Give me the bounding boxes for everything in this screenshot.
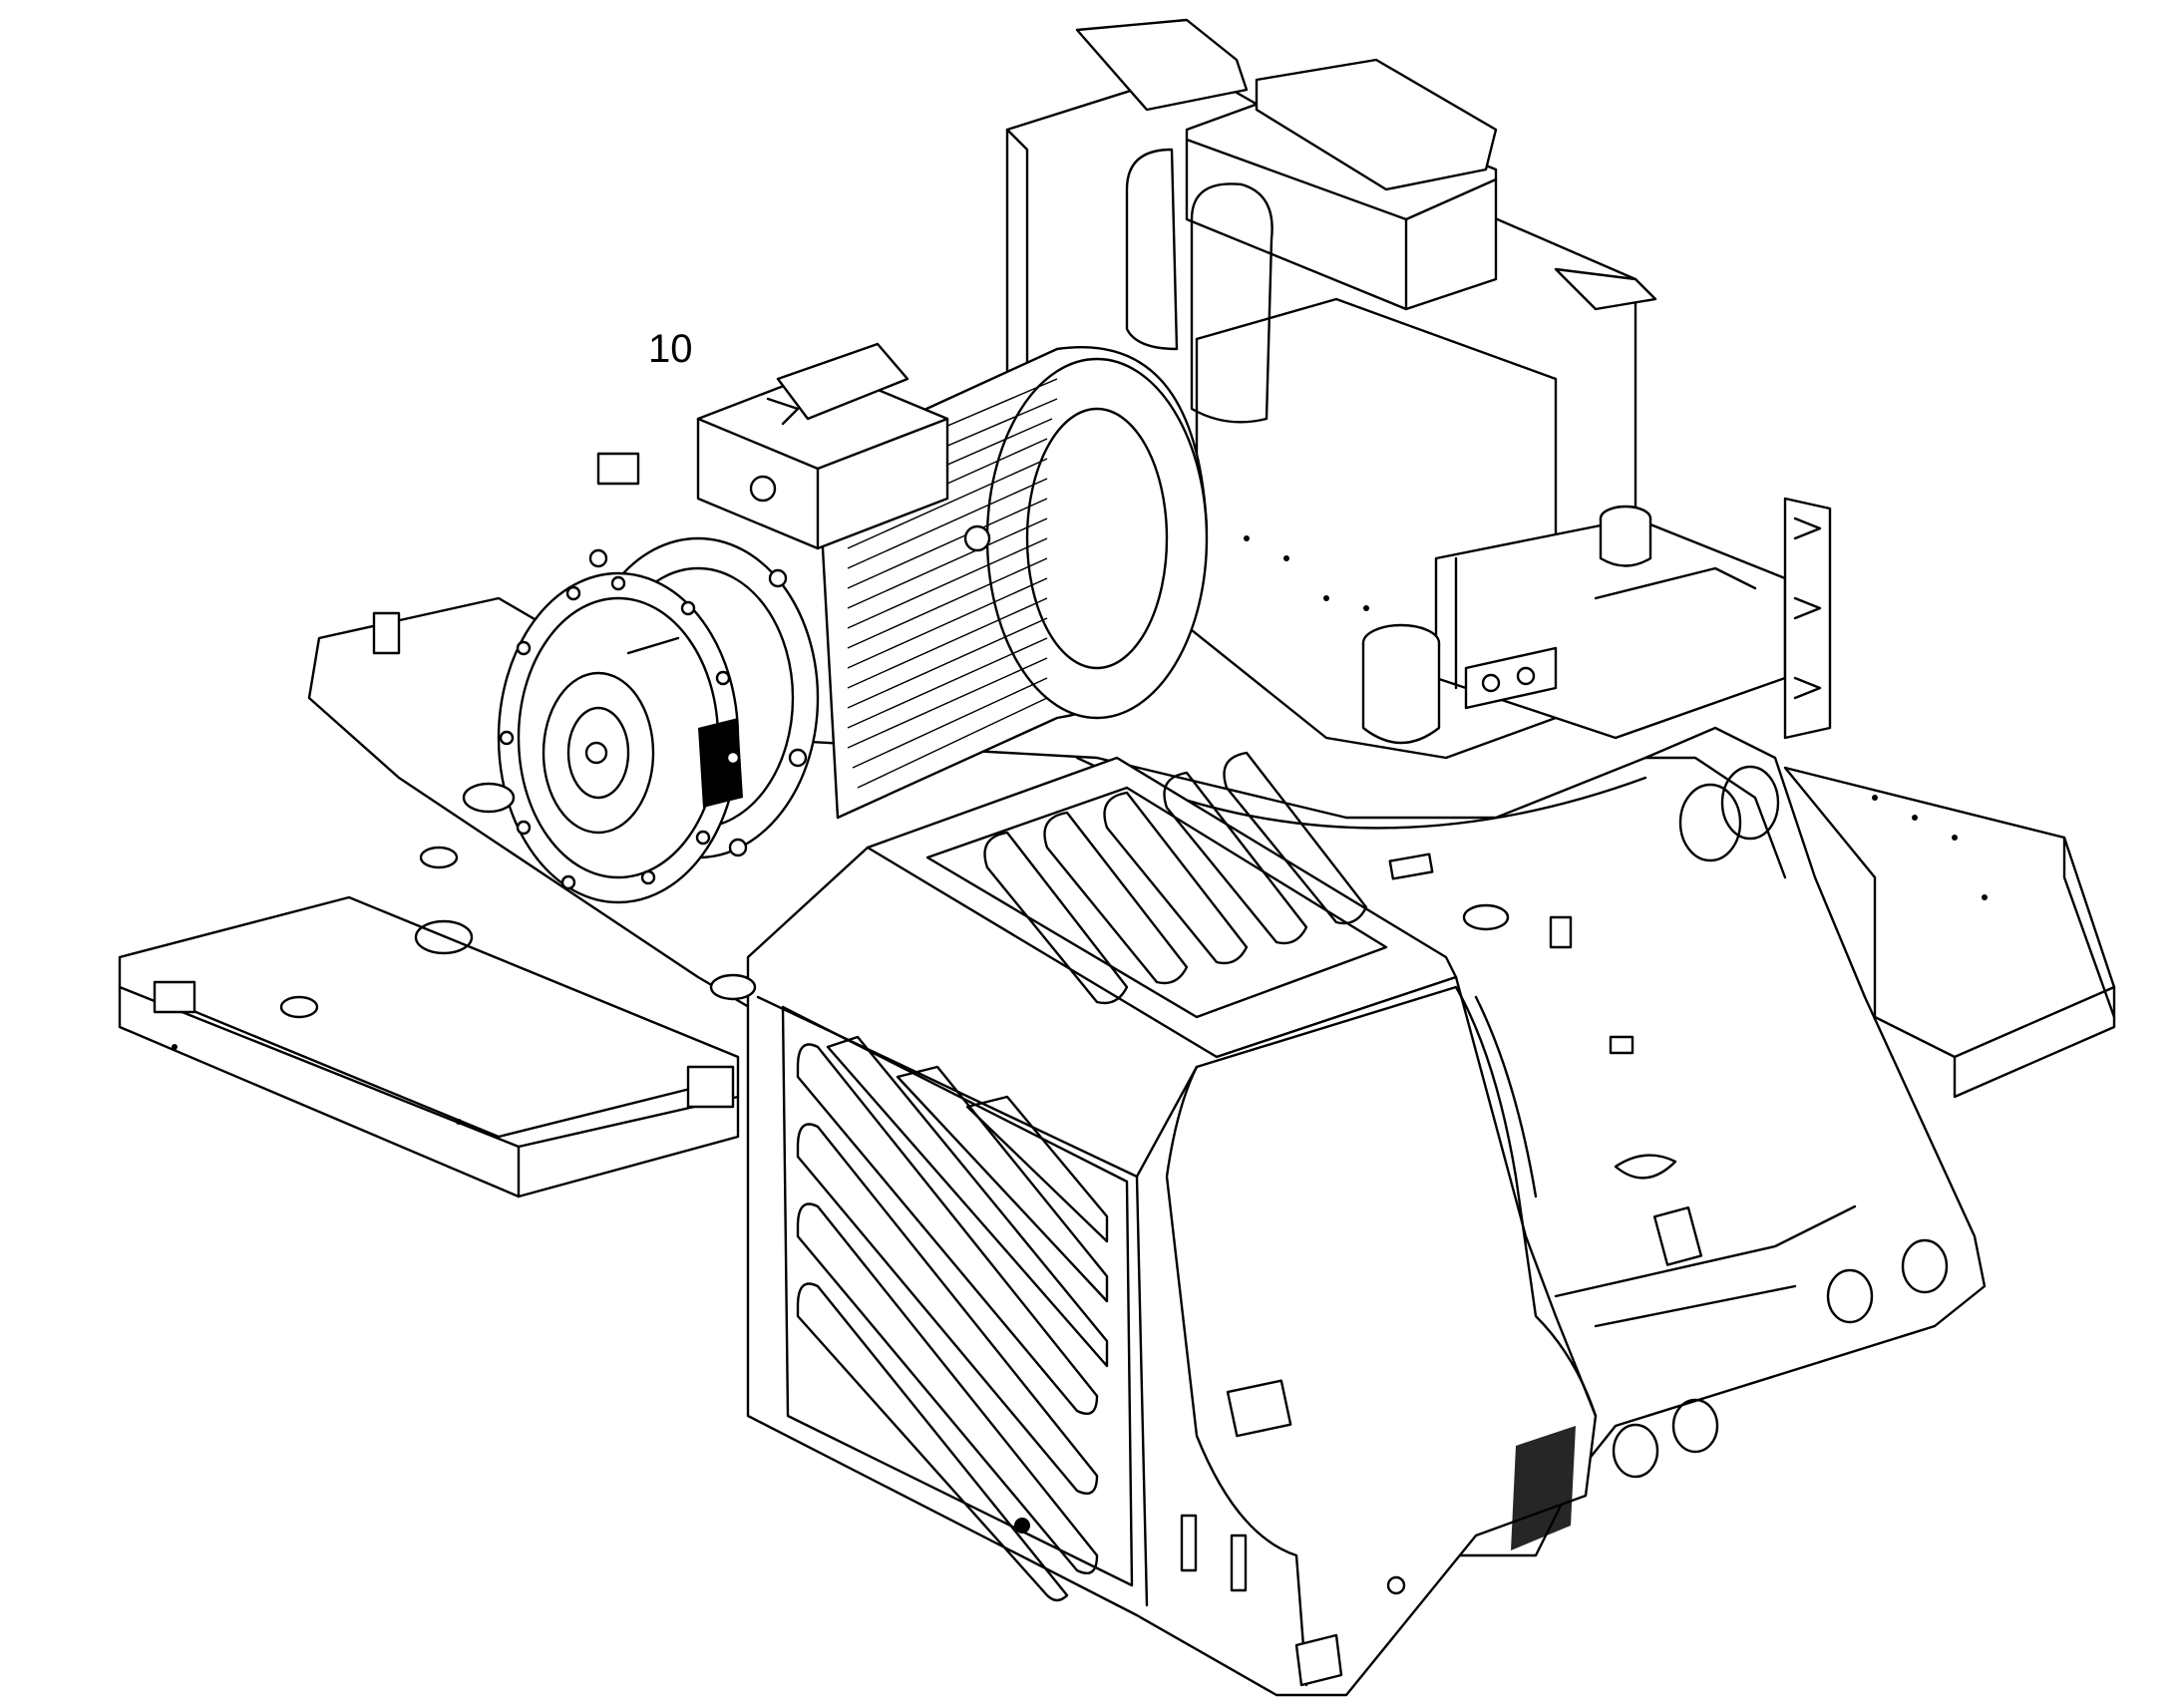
- motor-flange: [497, 536, 820, 904]
- callout-label-10: 10: [648, 327, 693, 371]
- base-mounts: [372, 452, 757, 1001]
- right-platform: [1783, 766, 2116, 1099]
- electric-motor: [696, 342, 1209, 820]
- left-platform: [118, 895, 740, 1198]
- protective-hood: [746, 751, 1598, 1697]
